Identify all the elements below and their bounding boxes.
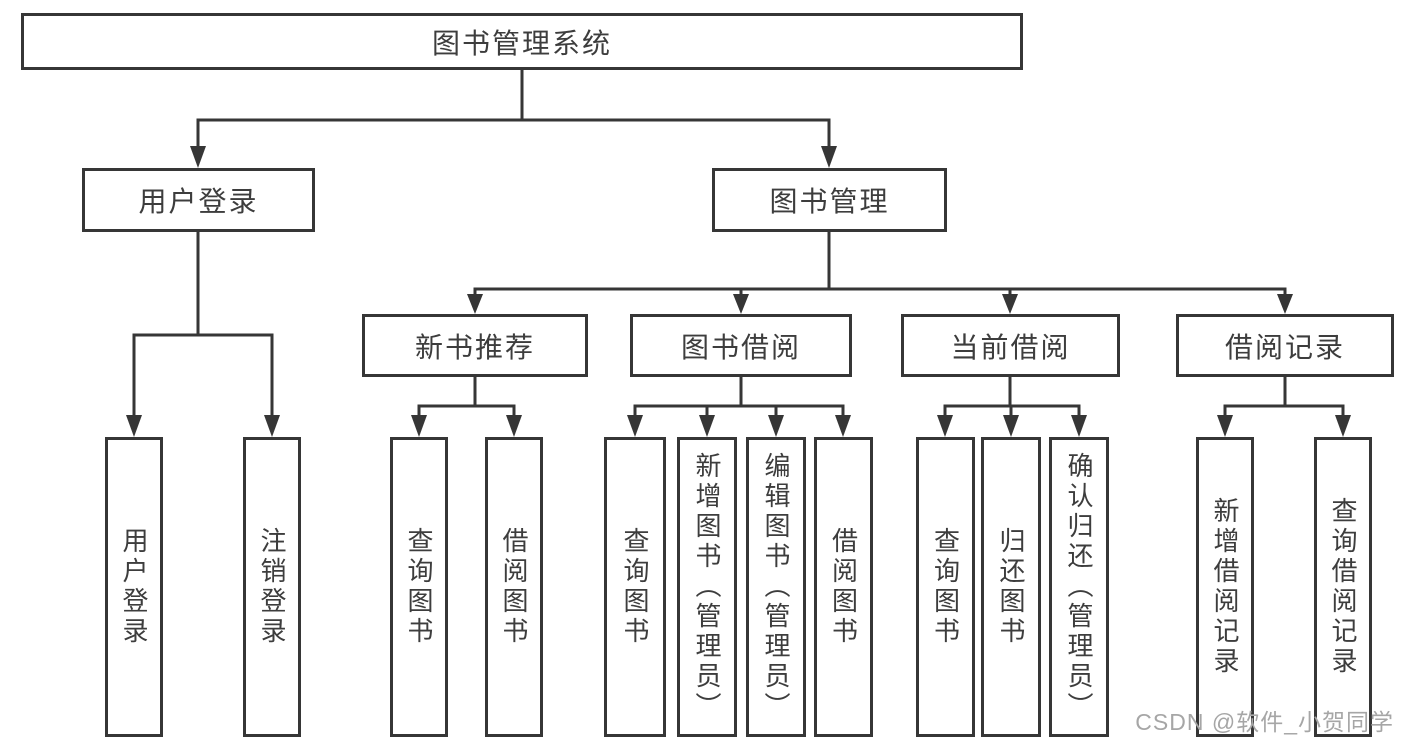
connector-root-to-level2 — [190, 70, 837, 168]
leaf-borrow-edit-label: 编辑图书（管理员） — [761, 452, 791, 722]
leaf-current-return: 归还图书 — [981, 437, 1041, 737]
leaf-current-query-label: 查询图书 — [930, 527, 961, 647]
node-current-borrow: 当前借阅 — [901, 314, 1120, 377]
connector-book-mgmt-to-level3 — [467, 232, 1293, 314]
node-book-borrow: 图书借阅 — [630, 314, 852, 377]
arrow-down-icon — [1071, 415, 1087, 437]
node-book-borrow-label: 图书借阅 — [680, 331, 801, 363]
node-user-login: 用户登录 — [82, 168, 315, 232]
arrow-down-icon — [821, 146, 837, 168]
connector-user-login-to-leaves — [126, 232, 280, 437]
node-borrow-record: 借阅记录 — [1176, 314, 1394, 377]
leaf-borrow-borrow: 借阅图书 — [814, 437, 873, 737]
leaf-borrow-query: 查询图书 — [604, 437, 666, 737]
leaf-borrow-add-label: 新增图书（管理员） — [692, 452, 722, 722]
node-new-book: 新书推荐 — [362, 314, 588, 377]
leaf-logout: 注销登录 — [243, 437, 301, 737]
leaf-record-query-label: 查询借阅记录 — [1328, 497, 1358, 677]
connector-book-borrow-to-leaves — [627, 377, 851, 437]
arrow-down-icon — [1277, 294, 1293, 314]
arrow-down-icon — [190, 146, 206, 168]
leaf-borrow-edit: 编辑图书（管理员） — [746, 437, 806, 737]
leaf-user-login: 用户登录 — [105, 437, 163, 737]
node-root-label: 图书管理系统 — [431, 27, 612, 59]
connector-current-borrow-to-leaves — [937, 377, 1087, 437]
arrow-down-icon — [126, 415, 142, 437]
node-user-login-label: 用户登录 — [138, 186, 259, 217]
node-book-mgmt-label: 图书管理 — [769, 186, 890, 217]
arrow-down-icon — [835, 415, 851, 437]
node-borrow-record-label: 借阅记录 — [1224, 331, 1345, 363]
leaf-record-add-label: 新增借阅记录 — [1210, 497, 1240, 677]
watermark: CSDN @软件_小贺同学 — [1135, 709, 1394, 735]
leaf-current-return-label: 归还图书 — [996, 527, 1026, 647]
node-book-mgmt: 图书管理 — [712, 168, 947, 232]
arrow-down-icon — [411, 415, 427, 437]
arrow-down-icon — [733, 294, 749, 314]
leaf-current-query: 查询图书 — [916, 437, 975, 737]
arrow-down-icon — [264, 415, 280, 437]
connector-new-book-to-leaves — [411, 377, 522, 437]
arrow-down-icon — [699, 415, 715, 437]
leaf-newbook-borrow-label: 借阅图书 — [499, 527, 529, 647]
arrow-down-icon — [1217, 415, 1233, 437]
leaf-record-query: 查询借阅记录 — [1314, 437, 1372, 737]
leaf-newbook-query: 查询图书 — [390, 437, 448, 737]
leaf-newbook-borrow: 借阅图书 — [485, 437, 543, 737]
leaf-user-login-label: 用户登录 — [119, 527, 149, 647]
connector-borrow-record-to-leaves — [1217, 377, 1351, 437]
node-new-book-label: 新书推荐 — [414, 331, 535, 363]
leaf-borrow-add: 新增图书（管理员） — [677, 437, 737, 737]
leaf-newbook-query-label: 查询图书 — [404, 527, 434, 647]
leaf-logout-label: 注销登录 — [257, 527, 287, 647]
arrow-down-icon — [467, 294, 483, 314]
arrow-down-icon — [506, 415, 522, 437]
arrow-down-icon — [1335, 415, 1351, 437]
arrow-down-icon — [1002, 294, 1018, 314]
node-current-borrow-label: 当前借阅 — [950, 331, 1071, 363]
arrow-down-icon — [768, 415, 784, 437]
arrow-down-icon — [627, 415, 643, 437]
leaf-record-add: 新增借阅记录 — [1196, 437, 1254, 737]
leaf-borrow-query-label: 查询图书 — [620, 527, 650, 647]
arrow-down-icon — [1003, 415, 1019, 437]
leaf-current-confirm-label: 确认归还（管理员） — [1064, 452, 1094, 722]
node-root: 图书管理系统 — [21, 13, 1023, 70]
leaf-borrow-borrow-label: 借阅图书 — [828, 527, 859, 647]
leaf-current-confirm: 确认归还（管理员） — [1049, 437, 1109, 737]
arrow-down-icon — [937, 415, 953, 437]
